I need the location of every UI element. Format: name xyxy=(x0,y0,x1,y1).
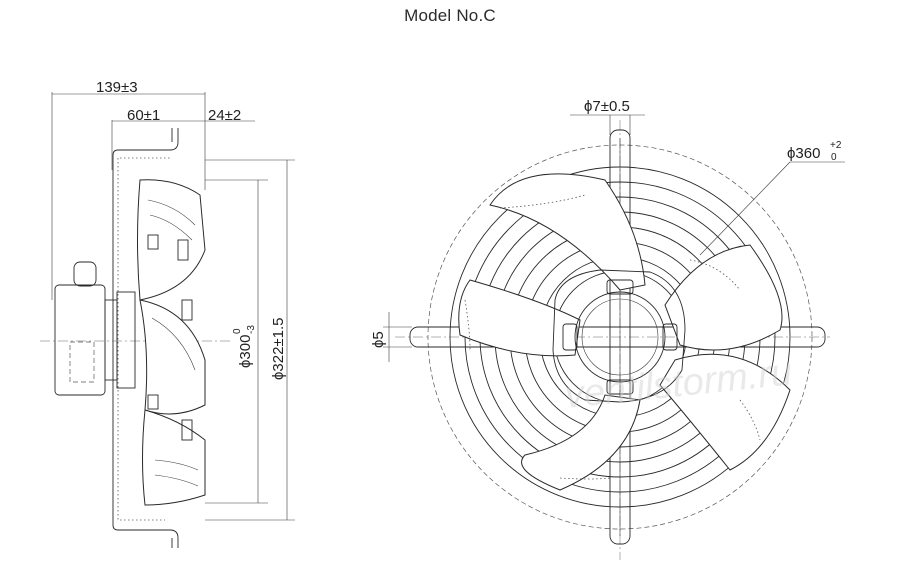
dim-overall-length: 139±3 xyxy=(96,79,138,96)
dim-wire: ϕ5 xyxy=(370,331,387,348)
side-view: 139±3 60±1 24±2 xyxy=(40,79,295,548)
dim-guard-height: ϕ322±1.5 xyxy=(270,317,287,380)
dim-guard-dia: ϕ360 xyxy=(787,145,820,162)
dim-blade-dia: ϕ300 xyxy=(237,335,254,368)
dim-blade-dia-upper-tol: 0 xyxy=(232,328,243,334)
page-title: Model No.C xyxy=(404,6,496,25)
dim-slot: ϕ7±0.5 xyxy=(584,98,630,115)
front-view: ϕ7±0.5 ϕ360 +2 0 ϕ5 xyxy=(370,98,845,560)
dim-blade-dia-lower-tol: -3 xyxy=(246,325,257,334)
dim-blade-depth: 24±2 xyxy=(208,107,241,124)
dim-guard-dia-lower-tol: 0 xyxy=(831,152,837,163)
dim-guard-dia-upper-tol: +2 xyxy=(830,140,842,151)
dim-mount-depth: 60±1 xyxy=(127,107,160,124)
